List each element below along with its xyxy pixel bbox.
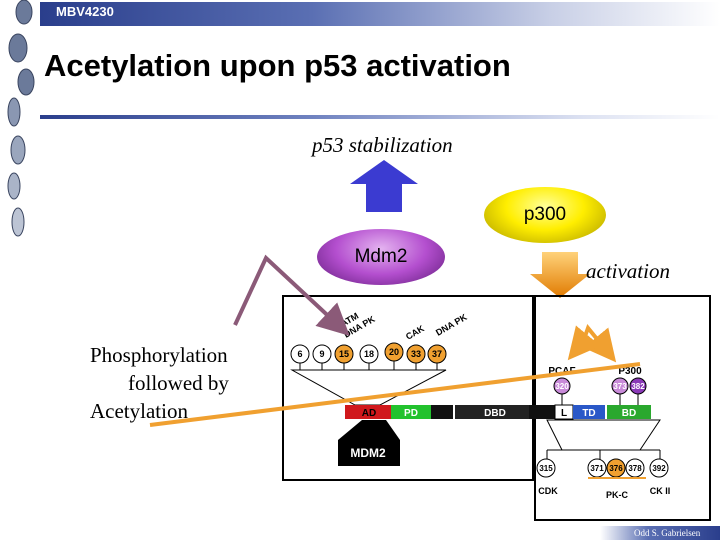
site-label: 6 — [297, 349, 302, 359]
domain-pd: PD — [404, 408, 418, 419]
mdm2-block-label: MDM2 — [350, 446, 386, 460]
bottom-sites: 315 371 376 378 392 — [536, 458, 669, 478]
domain-td: TD — [582, 408, 595, 419]
orange-connector — [149, 362, 641, 427]
site-label: 20 — [389, 347, 399, 357]
cdk-label: CDK — [538, 486, 558, 496]
kinase-dnapk-2: DNA PK — [434, 312, 469, 338]
down-arrow-icon — [530, 252, 590, 298]
mdm2-node: Mdm2 — [317, 229, 445, 285]
domain-dbd: DBD — [484, 408, 506, 419]
p300-label: p300 — [523, 204, 567, 225]
domain-ad: AD — [362, 408, 376, 419]
bottom-site: 392 — [652, 464, 666, 473]
phospho-line-2: followed by — [128, 371, 229, 395]
mauve-arrow — [233, 254, 350, 336]
p300-site-1: 373 — [613, 382, 627, 391]
activation-label: activation — [586, 259, 670, 283]
page-title: Acetylation upon p53 activation — [44, 48, 511, 83]
site-label: 15 — [339, 349, 349, 359]
pcaf-site: 320 — [555, 382, 569, 391]
site-row: 6 9 15 18 20 33 37 — [290, 342, 447, 364]
domain-l: L — [561, 408, 567, 419]
bottom-site: 371 — [590, 464, 604, 473]
bottom-site: 315 — [539, 464, 553, 473]
p300-site-2: 382 — [631, 382, 645, 391]
header-bar — [40, 2, 720, 26]
site-label: 33 — [411, 349, 421, 359]
p300-node: p300 — [484, 187, 606, 243]
phospho-line-3: Acetylation — [90, 399, 188, 423]
pkc-label: PK-C — [606, 490, 628, 500]
title-rule — [40, 115, 720, 119]
orange-arrow-left — [567, 325, 601, 361]
site-label: 18 — [364, 349, 374, 359]
schematic-frame — [282, 295, 534, 481]
orange-arrow-right — [581, 323, 617, 363]
domain-bd: BD — [622, 408, 636, 419]
p300-box-label: P300 — [618, 366, 642, 377]
site-label: 37 — [432, 349, 442, 359]
course-code: MBV4230 — [56, 4, 114, 19]
ck2-label: CK II — [650, 486, 671, 496]
bottom-site: 376 — [609, 464, 623, 473]
mdm2-label: Mdm2 — [354, 246, 408, 267]
stabilization-label: p53 stabilization — [312, 133, 453, 157]
pcaf-label: PCAF — [548, 366, 575, 377]
mdm2-block — [338, 420, 400, 466]
footer-author: Odd S. Gabrielsen — [634, 528, 701, 538]
up-arrow-icon — [350, 160, 418, 212]
site-label: 9 — [319, 349, 324, 359]
domain-bar: AD PD DBD L TD BD — [345, 404, 651, 420]
kinase-cak: CAK — [404, 323, 426, 342]
phospho-line-1: Phosphorylation — [90, 343, 228, 367]
footer-bar — [600, 526, 720, 540]
bottom-site: 378 — [628, 464, 642, 473]
chain-decoration — [7, 0, 35, 237]
